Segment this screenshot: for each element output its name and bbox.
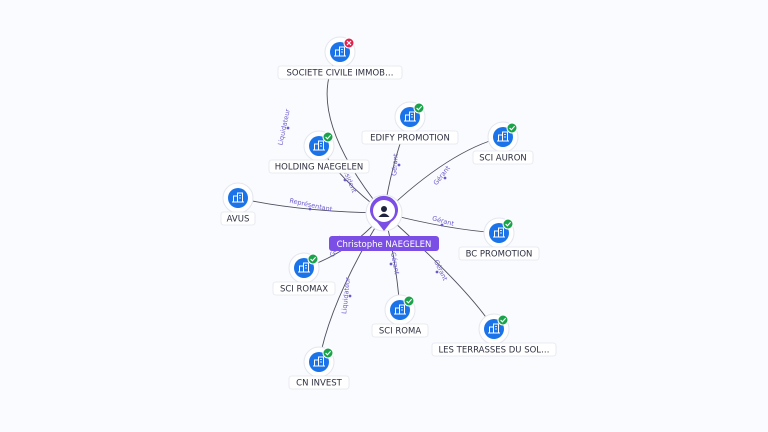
check-icon [403,295,415,307]
check-icon [502,218,514,230]
node-label-bg [472,150,534,165]
edge-label: Représentant [289,197,334,214]
center-label: Christophe NAEGELEN [337,240,432,250]
company-node-terrasses[interactable]: LES TERRASSES DU SOL… [431,313,557,357]
edge-marker [397,163,401,167]
node-label-bg [277,65,403,80]
company-node-edify[interactable]: EDIFY PROMOTION [361,101,459,145]
company-node-societe[interactable]: SOCIETE CIVILE IMMOB… [277,36,403,80]
check-icon [322,131,334,143]
company-node-romax[interactable]: SCI ROMAX [272,252,336,296]
edge-label: Gérant [432,258,449,282]
check-icon [307,253,319,265]
company-name: SOCIETE CIVILE IMMOB… [287,69,394,79]
check-icon [506,122,518,134]
company-node-auron[interactable]: SCI AURON [472,121,534,165]
company-node-roma[interactable]: SCI ROMA [371,294,429,338]
edge-marker [348,294,352,298]
node-label-bg [220,211,256,226]
company-name: BC PROMOTION [466,250,533,260]
building-icon [298,262,310,273]
node-label-bg [371,323,429,338]
edge-label: Liquidateur [276,108,292,146]
node-label-bg [361,130,459,145]
building-icon [497,131,509,142]
center-label-bg [329,236,439,251]
company-name: EDIFY PROMOTION [370,134,450,144]
building-icon [313,140,325,151]
center-person-node[interactable]: Christophe NAEGELEN [329,194,439,251]
building-icon [334,46,346,57]
check-icon [497,314,509,326]
edge-marker [443,176,447,180]
company-node-bc[interactable]: BC PROMOTION [458,217,540,261]
building-icon [404,111,416,122]
edge-auron: Gérant [383,136,504,214]
nodes-layer: SOCIETE CIVILE IMMOB… EDIFY PROMOTION HOLD… [220,36,557,390]
company-name: SCI ROMAX [280,285,328,295]
node-label-bg [458,246,540,261]
edge-marker [389,262,393,266]
edge-label: Gérant [390,153,400,176]
edge-marker [308,207,312,211]
node-label-bg [431,342,557,357]
edge-avus: Représentant [237,197,385,214]
company-name: SCI ROMA [379,327,421,337]
person-icon-head [381,206,387,212]
edge-marker [440,223,444,227]
edge-marker [286,126,290,130]
building-icon [488,323,500,334]
company-name: CN INVEST [296,379,342,389]
edge-label: Gérant [432,164,452,187]
edge-marker [435,270,439,274]
node-label-bg [288,375,350,390]
check-icon [322,347,334,359]
person-icon-body [378,213,390,217]
company-node-cn[interactable]: CN INVEST [288,346,350,390]
building-icon [493,227,505,238]
company-name: HOLDING NAEGELEN [275,163,363,173]
edge-marker [343,178,347,182]
edge-label: Gérant [389,252,401,276]
building-icon [394,304,406,315]
node-label-bg [272,281,336,296]
edge-label: Liquidateur [340,276,352,314]
check-icon [413,102,425,114]
company-name: SCI AURON [479,154,527,164]
building-icon [232,192,244,203]
company-node-avus[interactable]: AVUS [220,182,256,226]
company-name: LES TERRASSES DU SOL… [438,346,549,356]
cross-icon [343,37,355,49]
node-label-bg [268,159,370,174]
company-name: AVUS [227,215,250,225]
company-node-holding[interactable]: HOLDING NAEGELEN [268,130,370,174]
building-icon [313,356,325,367]
